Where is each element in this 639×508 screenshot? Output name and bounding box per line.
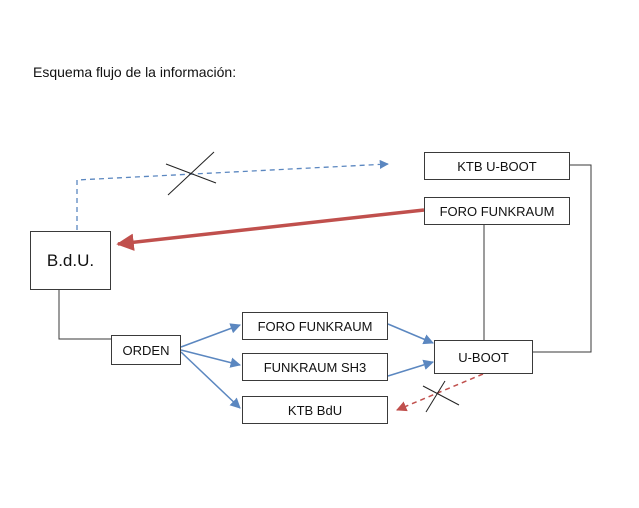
node-bdu: B.d.U. (30, 231, 111, 290)
page-title: Esquema flujo de la información: (33, 64, 237, 80)
dashed-red-uboot-to-ktb-bdu (396, 373, 484, 412)
node-foro-funkraum-mid: FORO FUNKRAUM (242, 312, 388, 340)
arrow-orden-to-funkraum-sh3 (180, 349, 242, 368)
node-foro-funkraum-top: FORO FUNKRAUM (424, 197, 570, 225)
cross-out-mark-top (165, 151, 217, 196)
arrow-foro-funkraum-to-uboot (387, 323, 434, 345)
arrow-funkraum-sh3-to-uboot (387, 359, 435, 377)
node-orden: ORDEN (111, 335, 181, 365)
connector-ktb-uboot-to-uboot (533, 164, 592, 353)
cross-out-mark-bottom (422, 380, 460, 413)
dashed-link-bdu-to-ktb-uboot (76, 159, 389, 230)
arrow-orden-to-foro-funkraum (180, 323, 241, 348)
node-uboot: U-BOOT (434, 340, 533, 374)
node-funkraum-sh3: FUNKRAUM SH3 (242, 353, 388, 381)
connector-bdu-to-orden (58, 289, 111, 340)
node-ktb-bdu: KTB BdU (242, 396, 388, 424)
red-arrow-foro-to-bdu (116, 208, 425, 251)
arrow-orden-to-ktb-bdu (180, 351, 241, 409)
node-ktb-uboot: KTB U-BOOT (424, 152, 570, 180)
